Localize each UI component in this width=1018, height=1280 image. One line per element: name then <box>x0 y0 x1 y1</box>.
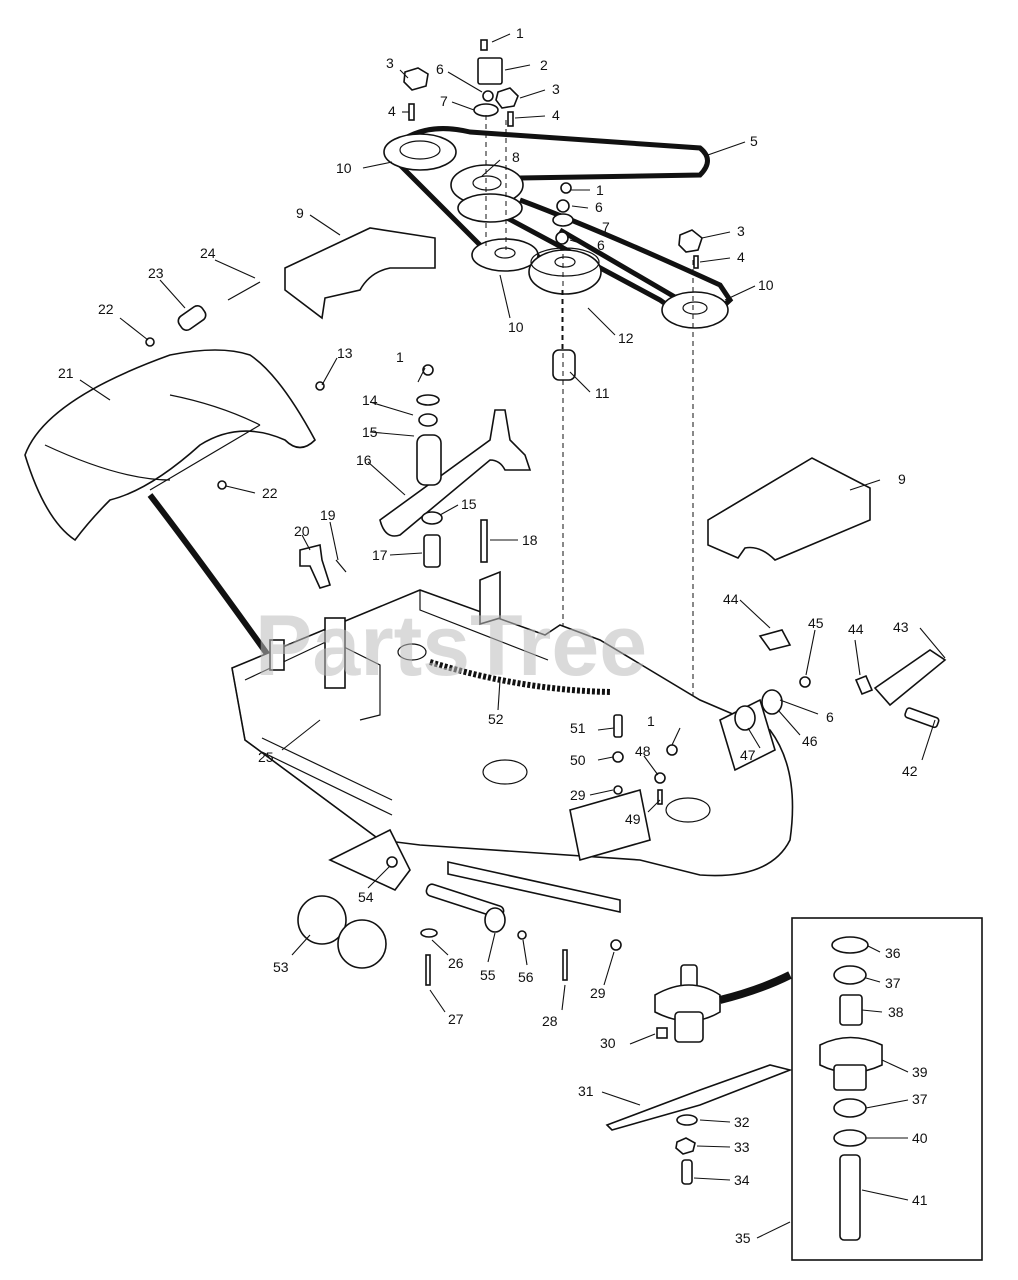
callout-label: 3 <box>737 223 745 239</box>
callout-label: 21 <box>58 365 74 381</box>
callout-label: 3 <box>386 55 394 71</box>
callout-label: 15 <box>461 496 477 512</box>
callout-label: 44 <box>848 621 864 637</box>
callout-label: 36 <box>885 945 901 961</box>
callout-label: 16 <box>356 452 372 468</box>
callout-label: 50 <box>570 752 586 768</box>
callout-label: 22 <box>98 301 114 317</box>
hardware-top <box>403 39 703 381</box>
callout-label: 19 <box>320 507 336 523</box>
callout-label: 6 <box>597 237 605 253</box>
callout-label: 20 <box>294 523 310 539</box>
callout-label: 1 <box>596 182 604 198</box>
pulley-right <box>661 291 729 329</box>
callout-label: 37 <box>912 1091 928 1107</box>
callout-label: 9 <box>898 471 906 487</box>
callout-label: 41 <box>912 1192 928 1208</box>
callout-label: 35 <box>735 1230 751 1246</box>
callout-label: 24 <box>200 245 216 261</box>
callout-label: 51 <box>570 720 586 736</box>
callout-label: 15 <box>362 424 378 440</box>
callout-label: 13 <box>337 345 353 361</box>
callout-label: 2 <box>540 57 548 73</box>
pulley-left <box>383 133 457 171</box>
callout-label: 37 <box>885 975 901 991</box>
callout-label: 4 <box>552 107 560 123</box>
deck-hardware <box>429 629 947 805</box>
callout-label: 29 <box>590 985 606 1001</box>
spindle-detail-box <box>791 917 983 1261</box>
callout-label: 39 <box>912 1064 928 1080</box>
callout-labels: 1 2 3 6 7 3 4 4 5 8 10 1 6 7 6 3 4 10 9 … <box>58 25 928 1246</box>
callout-label: 10 <box>758 277 774 293</box>
callout-label: 46 <box>802 733 818 749</box>
watermark-text: PartsTree <box>255 598 647 694</box>
gauge-wheels <box>297 828 622 986</box>
callout-label: 53 <box>273 959 289 975</box>
callout-label: 18 <box>522 532 538 548</box>
callout-label: 4 <box>737 249 745 265</box>
callout-label: 6 <box>595 199 603 215</box>
belt-cover-left <box>284 227 436 320</box>
callout-label: 11 <box>595 385 610 401</box>
callout-label: 33 <box>734 1139 750 1155</box>
callout-label: 10 <box>508 319 524 335</box>
callout-label: 40 <box>912 1130 928 1146</box>
callout-label: 12 <box>618 330 634 346</box>
callout-label: 27 <box>448 1011 464 1027</box>
callout-label: 32 <box>734 1114 750 1130</box>
callout-label: 17 <box>372 547 388 563</box>
callout-label: 45 <box>808 615 824 631</box>
callout-label: 23 <box>148 265 164 281</box>
callout-label: 7 <box>602 219 610 235</box>
callout-label: 22 <box>262 485 278 501</box>
callout-label: 48 <box>635 743 651 759</box>
callout-label: 4 <box>388 103 396 119</box>
callout-label: 6 <box>826 709 834 725</box>
callout-label: 25 <box>258 749 274 765</box>
callout-label: 29 <box>570 787 586 803</box>
pulley-idler <box>528 247 602 295</box>
callout-label: 42 <box>902 763 918 779</box>
idler-arm <box>379 364 532 568</box>
callout-label: 52 <box>488 711 504 727</box>
callout-label: 26 <box>448 955 464 971</box>
callout-label: 8 <box>512 149 520 165</box>
callout-label: 56 <box>518 969 534 985</box>
callout-label: 3 <box>552 81 560 97</box>
callout-label: 7 <box>440 93 448 109</box>
callout-label: 30 <box>600 1035 616 1051</box>
belt-cover-right <box>707 457 871 561</box>
callout-label: 54 <box>358 889 374 905</box>
discharge-chute <box>24 349 316 667</box>
callout-label: 31 <box>578 1083 594 1099</box>
callout-label: 49 <box>625 811 641 827</box>
leader-lines <box>79 33 946 1239</box>
callout-label: 43 <box>893 619 909 635</box>
callout-label: 9 <box>296 205 304 221</box>
pulley-lower-left <box>471 238 539 272</box>
t-handle-bolt <box>299 544 347 589</box>
callout-label: 47 <box>740 747 756 763</box>
callout-label: 5 <box>750 133 758 149</box>
spindle-blade-assembly <box>605 964 793 1185</box>
callout-label: 1 <box>647 713 655 729</box>
pulley-center <box>450 164 524 223</box>
callout-label: 44 <box>723 591 739 607</box>
callout-label: 10 <box>336 160 352 176</box>
callout-label: 1 <box>396 349 404 365</box>
callout-label: 34 <box>734 1172 750 1188</box>
callout-label: 6 <box>436 61 444 77</box>
callout-label: 55 <box>480 967 496 983</box>
callout-label: 14 <box>362 392 378 408</box>
deck-housing <box>231 570 794 877</box>
callout-label: 1 <box>516 25 524 41</box>
callout-label: 28 <box>542 1013 558 1029</box>
callout-label: 38 <box>888 1004 904 1020</box>
